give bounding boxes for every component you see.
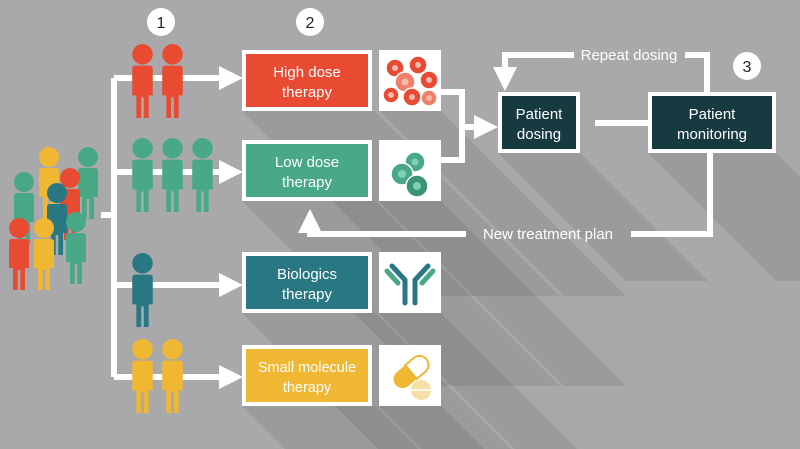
- step-2: 2: [296, 8, 324, 36]
- step-3: 3: [733, 52, 761, 80]
- new-treatment-plan-label: New treatment plan: [483, 226, 613, 243]
- step-2-label: 2: [306, 15, 315, 32]
- crowd-person-green-front: [66, 212, 86, 284]
- loop-connectors: [298, 52, 713, 237]
- small-molecule-patient-1: [132, 339, 153, 413]
- therapy-high-dose-box: [246, 54, 368, 107]
- repeat-dosing-line-right: [685, 52, 710, 97]
- low-dose-patient-2: [162, 138, 183, 212]
- therapy-low-dose-line2: therapy: [282, 174, 333, 191]
- branch-connectors: [101, 66, 243, 389]
- therapy-small-molecule: Small molecule therapy: [242, 345, 372, 406]
- repeat-dosing-line-left: [493, 52, 574, 91]
- therapy-high-dose: High dose therapy: [242, 50, 372, 111]
- small-molecule-patient-2: [162, 339, 183, 413]
- icon-tile-biologics: [379, 252, 441, 313]
- step-1-circle: [147, 8, 175, 36]
- therapy-biologics-line1: Biologics: [277, 266, 337, 283]
- patient-monitoring-line1: Patient: [689, 106, 737, 123]
- cell-cluster-red-icon: [379, 50, 441, 111]
- shadow-small-molecule: [242, 406, 418, 449]
- therapy-high-dose-line1: High dose: [273, 64, 341, 81]
- step-1-label: 1: [157, 15, 166, 32]
- pill-capsule-icon: [379, 345, 441, 406]
- therapy-low-dose-line1: Low dose: [275, 154, 339, 171]
- patient-monitoring-box: [652, 96, 772, 149]
- patient-dosing-line1: Patient: [516, 106, 564, 123]
- low-dose-to-dosing-connector: [441, 127, 465, 163]
- patient-monitoring-node: Patient monitoring: [648, 92, 776, 153]
- therapy-high-dose-line2: therapy: [282, 84, 333, 101]
- therapy-biologics-line2: therapy: [282, 286, 333, 303]
- high-dose-to-dosing-connector: [441, 89, 465, 127]
- low-dose-patient-3: [192, 138, 213, 212]
- patient-dosing-box: [502, 96, 576, 149]
- patient-monitoring-line2: monitoring: [677, 126, 747, 143]
- crowd-person-yellow-front: [34, 218, 54, 290]
- shadow-icon-4: [379, 406, 484, 449]
- therapy-small-molecule-line2: therapy: [283, 380, 332, 396]
- step-3-label: 3: [743, 59, 752, 76]
- step-1: 1: [147, 8, 175, 36]
- biologics-patients: [132, 253, 153, 327]
- patient-dosing-node: Patient dosing: [498, 92, 580, 153]
- high-dose-patient-1: [132, 44, 153, 118]
- step-3-circle: [733, 52, 761, 80]
- therapy-small-molecule-line1: Small molecule: [258, 360, 356, 376]
- therapy-small-molecule-box: [246, 349, 368, 402]
- step-2-circle: [296, 8, 324, 36]
- antibody-icon: [379, 252, 441, 313]
- patient-crowd: [9, 147, 98, 290]
- shadow-patient-dosing: [498, 153, 708, 281]
- biologics-patient-1: [132, 253, 153, 327]
- shadow-patient-monitoring: [648, 153, 800, 281]
- crowd-person-green-back-right: [78, 147, 98, 219]
- patient-dosing-line2: dosing: [517, 126, 561, 143]
- therapy-biologics-box: [246, 256, 368, 309]
- therapy-low-dose-box: [246, 144, 368, 197]
- shadow-icon-2: [379, 201, 626, 386]
- crowd-person-red-front: [9, 218, 29, 290]
- new-plan-line-right: [631, 152, 713, 237]
- repeat-dosing-label: Repeat dosing: [581, 47, 678, 64]
- low-dose-patients: [132, 138, 213, 212]
- therapy-biologics: Biologics therapy: [242, 252, 372, 313]
- high-dose-patient-2: [162, 44, 183, 118]
- cell-cluster-green-icon: [379, 140, 441, 201]
- low-dose-patient-1: [132, 138, 153, 212]
- new-plan-line-left: [298, 209, 466, 237]
- therapy-low-dose: Low dose therapy: [242, 140, 372, 201]
